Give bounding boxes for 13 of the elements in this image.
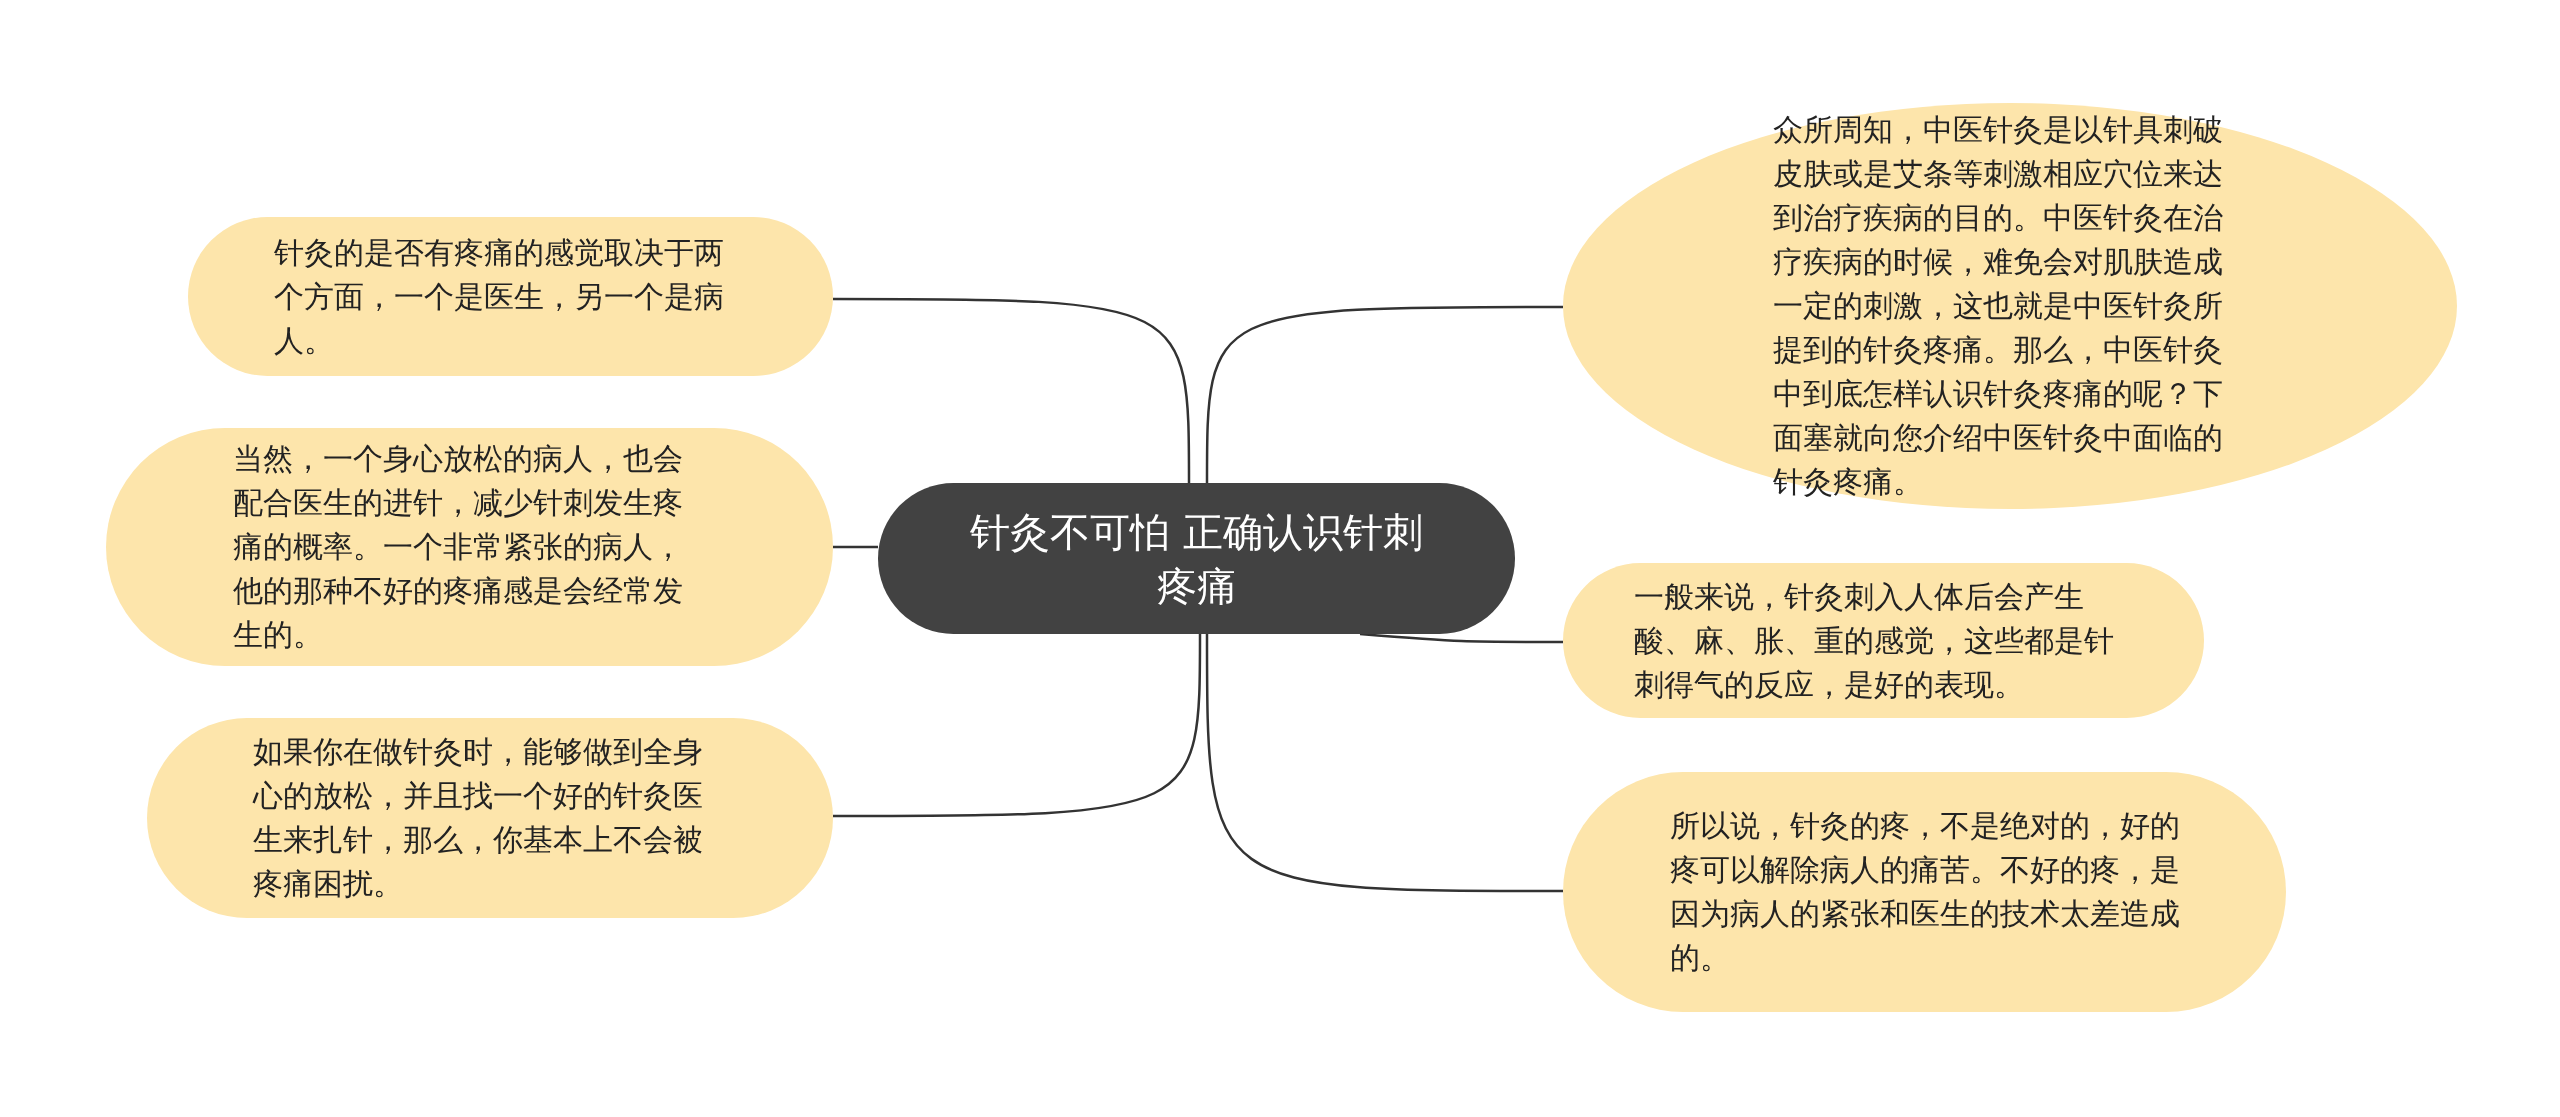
connector-line xyxy=(833,297,1191,483)
topic-bubble: 针灸的是否有疼痛的感觉取决于两个方面，一个是医生，另一个是病人。 xyxy=(188,217,833,376)
topic-bubble: 一般来说，针灸刺入人体后会产生酸、麻、胀、重的感觉，这些都是针刺得气的反应，是好的表现。 xyxy=(1563,563,2204,718)
connector-line xyxy=(1205,305,1563,483)
connector-line xyxy=(833,545,878,549)
topic-bubble: 众所周知，中医针灸是以针具刺破皮肤或是艾条等刺激相应穴位来达到治疗疾病的目的。中医针灸在治疗疾病的时候，难免会对肌肤造成一定的刺激，这也就是中医针灸所提到的针灸疼痛。那么，中医针灸中到底怎样认识针灸疼痛的呢？下面塞就向您介绍中医针灸中面临的针灸疼痛。 xyxy=(1563,103,2457,509)
topic-bubble: 所以说，针灸的疼，不是绝对的，好的疼可以解除病人的痛苦。不好的疼，是因为病人的紧张和医生的技术太差造成的。 xyxy=(1563,772,2286,1012)
topic-bubble: 如果你在做针灸时，能够做到全身心的放松，并且找一个好的针灸医生来扎针，那么，你基本上不会被疼痛困扰。 xyxy=(147,718,833,918)
connector-line xyxy=(833,634,1202,818)
topic-bubble: 当然，一个身心放松的病人，也会配合医生的进针，减少针刺发生疼痛的概率。一个非常紧张的病人，他的那种不好的疼痛感是会经常发生的。 xyxy=(106,428,833,666)
connector-line xyxy=(1205,634,1563,893)
central-topic: 针灸不可怕 正确认识针刺疼痛 xyxy=(878,483,1515,634)
connector-line xyxy=(1359,632,1563,644)
